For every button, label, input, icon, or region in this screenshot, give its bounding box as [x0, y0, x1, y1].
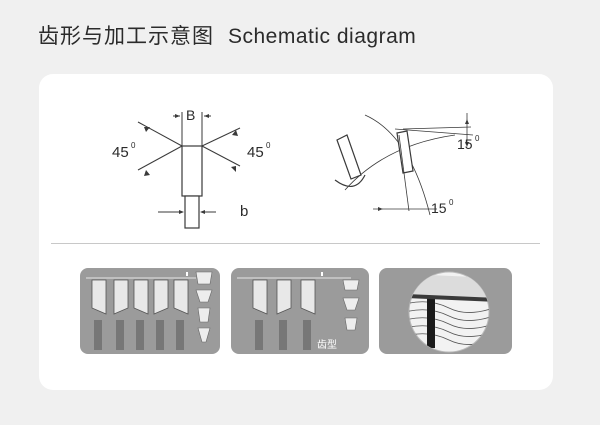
tooth-right	[396, 130, 414, 174]
hook-angle-bottom: 15	[431, 200, 447, 216]
section-divider	[51, 243, 540, 244]
hook-angle-top: 15	[457, 136, 473, 152]
title-english: Schematic diagram	[228, 25, 417, 48]
width-label-b: b	[240, 203, 248, 220]
angle-right-label: 45	[247, 144, 264, 161]
tooth-profile-panel-2: 齿型	[231, 268, 369, 354]
title-chinese: 齿形与加工示意图	[38, 24, 214, 48]
blade-body	[181, 145, 203, 197]
tooth-angle-diagram: B b 45 0 45 0	[112, 107, 271, 229]
angle-left-degree: 0	[131, 141, 136, 150]
angle-right-degree: 0	[266, 141, 271, 150]
tooth-profile-panel-1	[80, 268, 220, 354]
page-heading: 齿形与加工示意图 Schematic diagram	[38, 20, 416, 50]
angle-left-label: 45	[112, 144, 129, 161]
tooth-type-caption: 齿型	[317, 338, 337, 351]
blade-shank	[184, 195, 200, 229]
tooth-left	[336, 134, 362, 180]
width-label-B: B	[186, 107, 195, 123]
hook-angle-diagram: 15 0 15 0	[334, 113, 480, 216]
hook-angle-top-degree: 0	[475, 134, 480, 143]
hook-angle-bottom-degree: 0	[449, 198, 454, 207]
cutting-closeup-panel	[379, 268, 512, 354]
